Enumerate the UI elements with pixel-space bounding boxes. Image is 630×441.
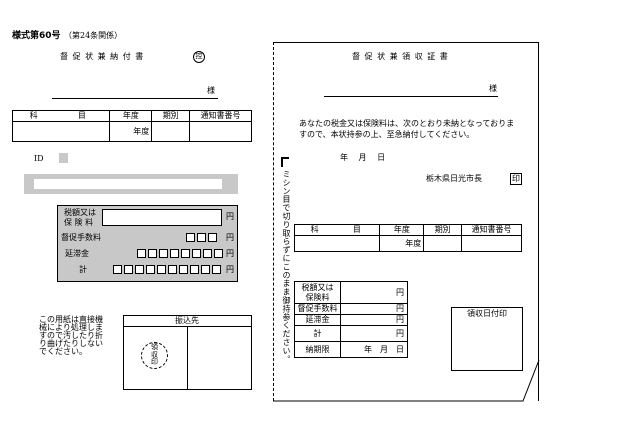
left-tax-label-2: 保 険 料 — [64, 218, 94, 227]
right-deadline-label: 納期限 — [294, 341, 341, 358]
right-name-line — [324, 96, 498, 97]
right-total-value[interactable]: 円 — [340, 325, 408, 342]
left-cell-year[interactable]: 年度 — [109, 121, 153, 142]
left-tax-field[interactable] — [102, 209, 222, 226]
left-header-year: 年度 — [109, 110, 153, 122]
left-total-digits[interactable] — [113, 264, 223, 274]
left-fee-digits[interactable] — [186, 232, 219, 242]
left-id-box — [59, 153, 68, 163]
left-header-kamoku-2: 目 — [54, 110, 111, 122]
right-fee-value[interactable]: 円 — [340, 303, 408, 315]
right-cell-year[interactable]: 年度 — [379, 235, 425, 252]
left-note: この用紙は直接機 械により処理しま すので汚したり折 り曲げたりしない でくださ… — [39, 315, 103, 356]
right-cell-period[interactable] — [423, 235, 463, 252]
left-barcode-area — [24, 174, 238, 194]
left-fee-unit: 円 — [226, 233, 234, 242]
left-name-line — [52, 98, 218, 99]
right-amount-table: 税額又は保険料 円 督促手数料 円 延滞金 円 計 円 納期限 年 月 日 — [294, 281, 408, 358]
divider-text: ミシン目で切り取らずにこのまま御持参ください。 — [282, 170, 291, 364]
right-deadline-value[interactable]: 年 月 日 — [340, 341, 408, 358]
left-barcode-field — [34, 179, 222, 189]
left-late-digits[interactable] — [137, 248, 225, 258]
right-form-border — [273, 42, 539, 401]
right-form-bottom-edge — [273, 360, 540, 402]
left-total-unit: 円 — [226, 265, 234, 274]
left-total-label: 計 — [79, 265, 87, 274]
right-message-1: あなたの税金又は保険料は、次のとおり未納となっておりま — [299, 119, 515, 128]
left-tax-label-1: 税額又は — [64, 208, 96, 217]
right-header-year: 年度 — [379, 224, 425, 236]
right-issuer: 栃木県日光市長 — [426, 174, 482, 183]
right-title: 督 促 状 兼 領 収 証 書 — [352, 52, 449, 61]
left-fee-label: 督促手数料 — [61, 233, 101, 242]
right-late-label: 延滞金 — [294, 314, 341, 326]
left-cell-notice[interactable] — [189, 121, 252, 142]
left-header-kamoku-1: 科 — [12, 110, 55, 122]
right-cell-subject[interactable] — [293, 235, 381, 252]
form-number: 様式第60号 — [12, 31, 61, 41]
left-late-unit: 円 — [226, 249, 234, 258]
left-late-label: 延滞金 — [65, 249, 89, 258]
right-receipt-date-label: 領収日付印 — [467, 309, 507, 318]
right-header-notice: 通知書番号 — [461, 224, 522, 236]
right-message-2: すので、本状持参の上、至急納付してください。 — [299, 130, 475, 139]
left-title: 督 促 状 兼 納 付 書 — [60, 52, 145, 61]
right-issuer-seal: 印 — [510, 173, 522, 185]
right-fee-label: 督促手数料 — [294, 303, 341, 315]
left-subject-table: 科 目 年度 期別 通知書番号 年度 — [11, 110, 252, 142]
divider-arrow-icon — [281, 157, 289, 167]
right-sama: 様 — [489, 84, 497, 93]
left-cell-period[interactable] — [151, 121, 191, 142]
right-receipt-date-box — [451, 307, 523, 371]
right-tax-value[interactable]: 円 — [340, 281, 408, 304]
left-id-label: ID — [34, 154, 44, 163]
right-header-period: 期別 — [423, 224, 463, 236]
left-header-notice: 通知書番号 — [189, 110, 252, 122]
right-date: 年 月 日 — [340, 153, 386, 162]
left-receipt-stamp: 領収印 — [141, 342, 168, 369]
right-tax-label: 税額又は保険料 — [294, 281, 341, 304]
form-article: （第24条関係） — [64, 31, 123, 40]
left-transfer-label: 振込先 — [175, 316, 199, 325]
left-tax-unit: 円 — [226, 212, 234, 221]
left-header-period: 期別 — [151, 110, 191, 122]
right-subject-table: 科 目 年度 期別 通知書番号 年度 — [293, 224, 522, 252]
left-transfer-divider — [187, 326, 188, 390]
right-total-label: 計 — [294, 325, 341, 342]
right-header-kamoku-1: 科 — [294, 224, 335, 236]
left-sama: 様 — [207, 86, 215, 95]
right-header-kamoku-2: 目 — [334, 224, 381, 236]
left-cell-subject[interactable] — [11, 121, 111, 142]
right-cell-notice[interactable] — [461, 235, 522, 252]
right-late-value[interactable]: 円 — [340, 314, 408, 326]
left-title-stamp: 控 — [193, 51, 205, 63]
